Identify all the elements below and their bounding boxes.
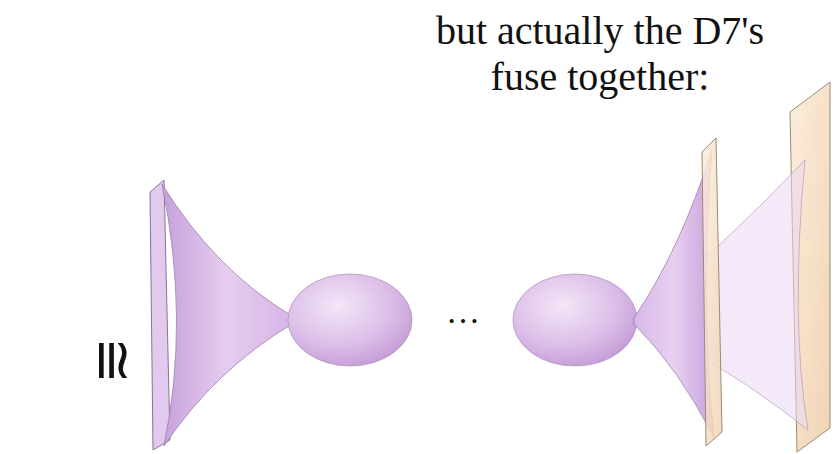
ellipsis: … [446, 295, 480, 329]
funnel [162, 184, 292, 446]
sphere [513, 274, 637, 366]
d7-plane [150, 180, 170, 450]
d7-plane [702, 138, 722, 446]
sphere [288, 274, 412, 366]
funnel [634, 150, 714, 438]
congruence-symbol: ≅ [84, 337, 140, 384]
heading: but actually the D7's fuse together: [400, 8, 800, 100]
